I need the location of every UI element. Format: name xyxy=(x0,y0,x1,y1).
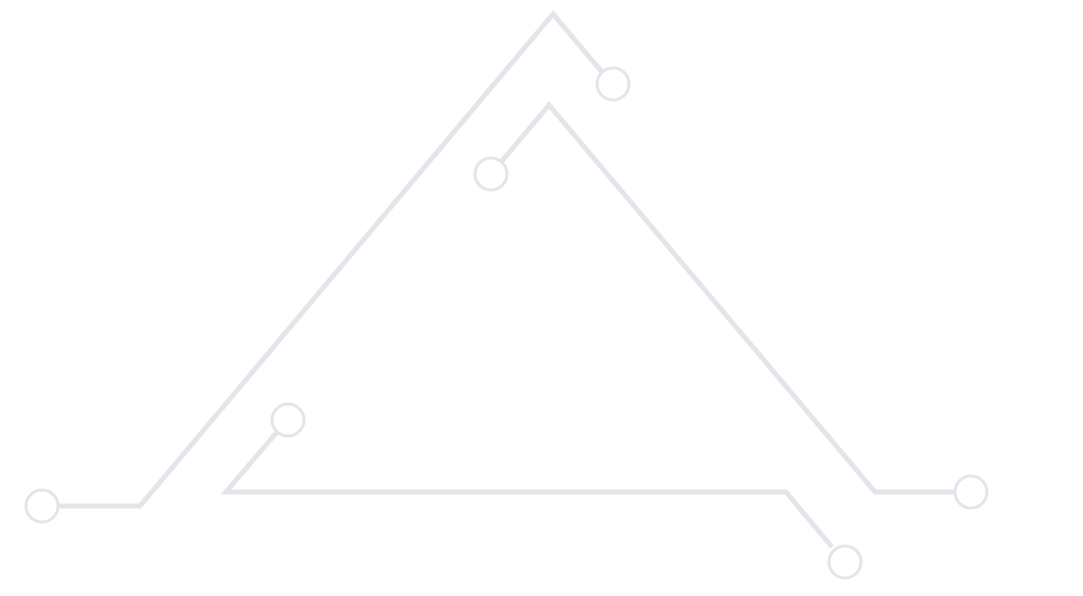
inner-trace xyxy=(500,101,955,495)
base-trace xyxy=(220,430,834,549)
node-base-left xyxy=(270,402,306,438)
node-inner-top-left xyxy=(473,156,509,192)
node-inner-right xyxy=(953,474,989,510)
outer-trace xyxy=(58,10,604,509)
node-outer-left xyxy=(24,488,60,524)
node-outer-apex-right xyxy=(595,66,631,102)
node-base-right xyxy=(827,544,863,580)
